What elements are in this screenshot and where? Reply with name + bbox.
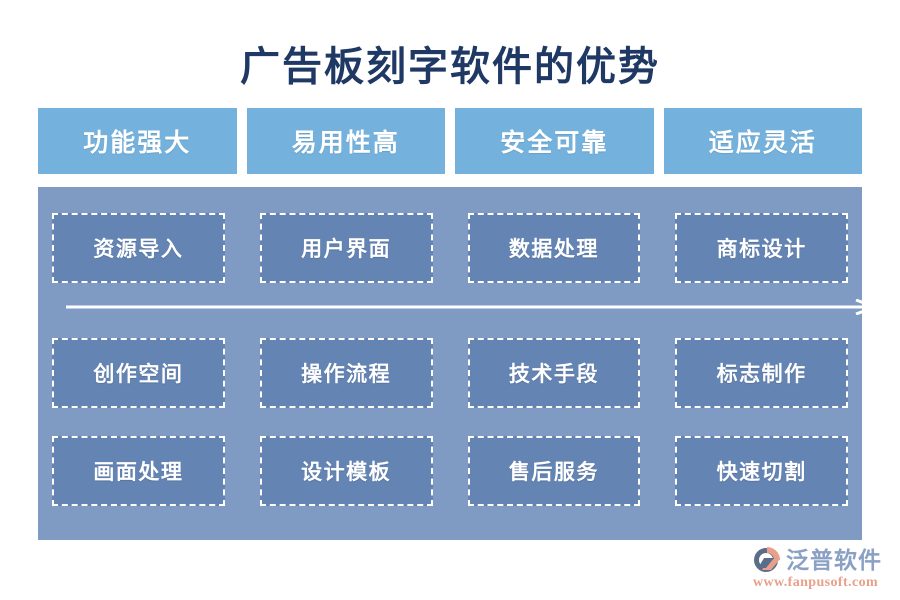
logo-url: www.fanpusoft.com [753,575,879,590]
logo-name: 泛普软件 [786,547,882,573]
grid-cell-r3c4[interactable]: 快速切割 [675,436,848,506]
header-cell-4[interactable]: 适应灵活 [663,108,862,174]
grid-cell-r1c1[interactable]: 资源导入 [52,213,225,283]
grid-cell-r1c3[interactable]: 数据处理 [467,213,641,283]
grid-cell-r3c3[interactable]: 售后服务 [467,436,641,506]
content-panel: 资源导入 用户界面 数据处理 商标设计 创作空间 操作流程 技术手段 标志制作 … [38,187,876,540]
grid-cell-r1c4[interactable]: 商标设计 [675,213,848,283]
grid-cell-r2c3[interactable]: 技术手段 [467,338,641,408]
page-title: 广告板刻字软件的优势 [240,44,660,89]
grid-cell-r2c4[interactable]: 标志制作 [675,338,848,408]
right-arrow-icon [66,299,876,315]
grid-row-1: 资源导入 用户界面 数据处理 商标设计 [52,213,848,283]
header-cell-2[interactable]: 易用性高 [246,108,445,174]
header-cell-1[interactable]: 功能强大 [38,108,237,174]
logo-top-row: 泛普软件 [752,545,882,575]
progress-arrow [66,299,876,315]
grid-row-3: 画面处理 设计模板 售后服务 快速切割 [52,436,848,506]
grid-cell-r2c2[interactable]: 操作流程 [259,338,433,408]
header-bar-row: 功能强大 易用性高 安全可靠 适应灵活 [38,108,862,174]
grid-cell-r1c2[interactable]: 用户界面 [259,213,433,283]
content-grid: 资源导入 用户界面 数据处理 商标设计 创作空间 操作流程 技术手段 标志制作 … [52,187,876,540]
grid-cell-r3c1[interactable]: 画面处理 [52,436,225,506]
grid-cell-r3c2[interactable]: 设计模板 [259,436,433,506]
grid-row-2: 创作空间 操作流程 技术手段 标志制作 [52,338,848,408]
header-cell-3[interactable]: 安全可靠 [455,108,654,174]
brand-logo[interactable]: 泛普软件 www.fanpusoft.com [752,545,892,593]
fanpu-circle-logo-icon [754,547,780,572]
grid-cell-r2c1[interactable]: 创作空间 [52,338,225,408]
